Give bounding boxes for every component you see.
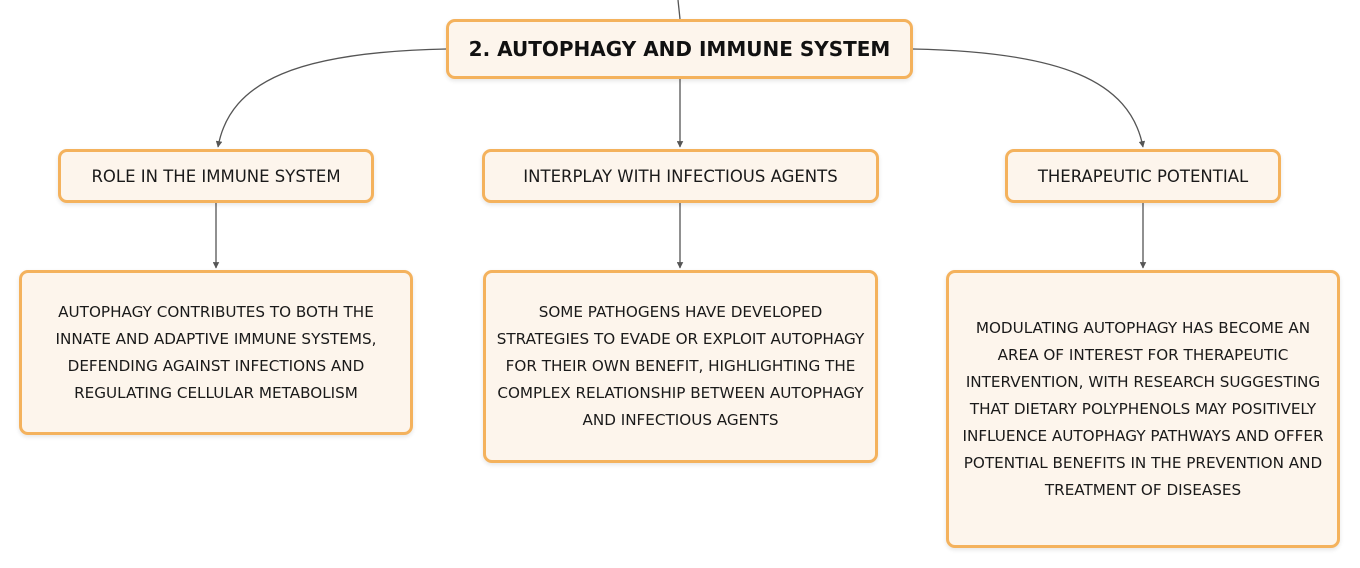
- branch-node-therapeutic-potential[interactable]: THERAPEUTIC POTENTIAL: [1005, 149, 1281, 203]
- root-topic-label: 2. AUTOPHAGY AND IMMUNE SYSTEM: [468, 37, 891, 61]
- connector-parent-to-root: [677, 0, 681, 20]
- branch-label: INTERPLAY WITH INFECTIOUS AGENTS: [523, 166, 838, 186]
- connector-root-to-branch-3: [912, 48, 1146, 148]
- connector-root-to-branch-1: [215, 48, 447, 148]
- detail-text: MODULATING AUTOPHAGY HAS BECOME AN AREA …: [962, 318, 1324, 499]
- root-topic-node[interactable]: 2. AUTOPHAGY AND IMMUNE SYSTEM: [446, 19, 913, 79]
- detail-text: AUTOPHAGY CONTRIBUTES TO BOTH THE INNATE…: [55, 302, 377, 402]
- detail-node-interplay-with-infectious-agents[interactable]: SOME PATHOGENS HAVE DEVELOPED STRATEGIES…: [483, 270, 878, 463]
- detail-node-role-in-immune-system[interactable]: AUTOPHAGY CONTRIBUTES TO BOTH THE INNATE…: [19, 270, 413, 435]
- branch-label: ROLE IN THE IMMUNE SYSTEM: [91, 166, 341, 186]
- branch-node-interplay-with-infectious-agents[interactable]: INTERPLAY WITH INFECTIOUS AGENTS: [482, 149, 879, 203]
- detail-node-therapeutic-potential[interactable]: MODULATING AUTOPHAGY HAS BECOME AN AREA …: [946, 270, 1340, 548]
- branch-node-role-in-immune-system[interactable]: ROLE IN THE IMMUNE SYSTEM: [58, 149, 374, 203]
- detail-text: SOME PATHOGENS HAVE DEVELOPED STRATEGIES…: [496, 303, 865, 429]
- branch-label: THERAPEUTIC POTENTIAL: [1037, 166, 1249, 186]
